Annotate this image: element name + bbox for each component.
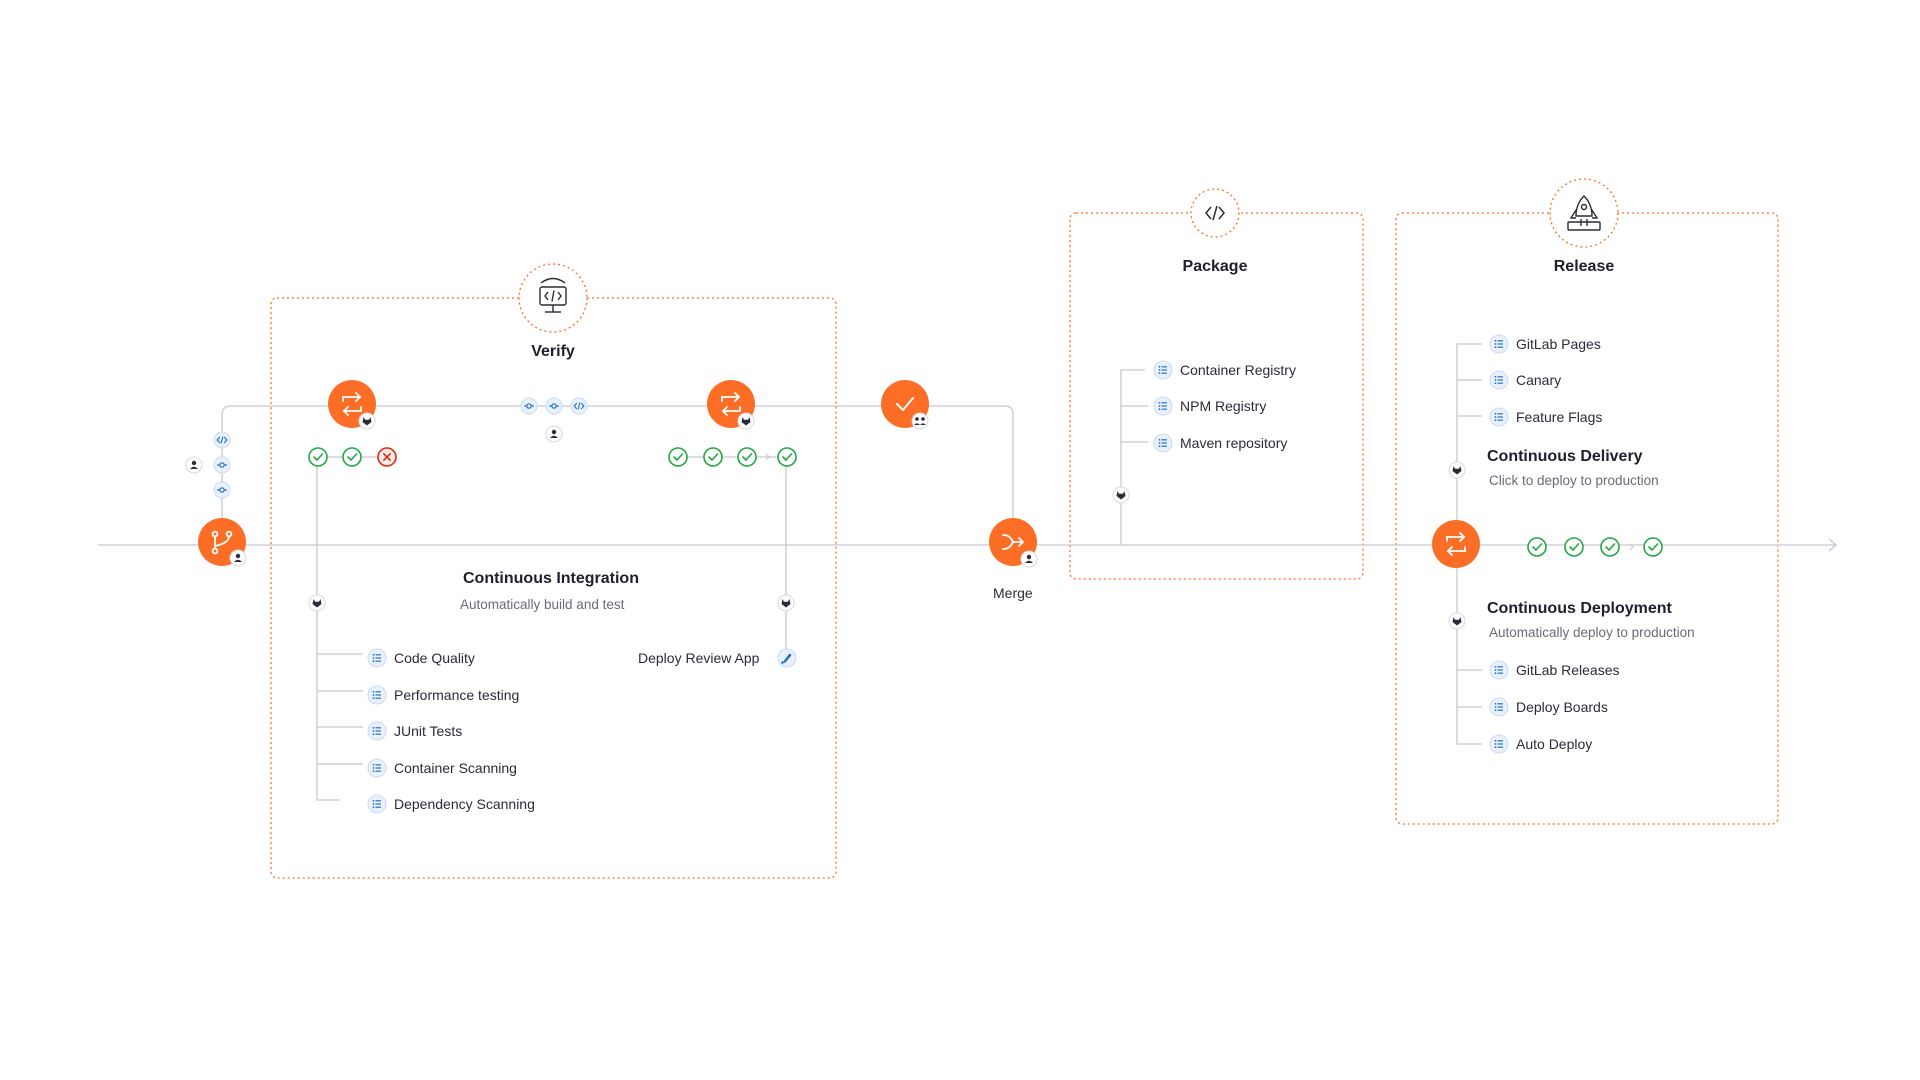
list-item[interactable]: NPM Registry — [1180, 398, 1267, 414]
code-icon — [1205, 205, 1225, 221]
job-success-icon[interactable] — [1527, 537, 1547, 557]
cdeploy-title: Continuous Deployment — [1487, 600, 1672, 617]
verify-stage-title: Verify — [531, 343, 575, 360]
list-icon — [367, 685, 387, 705]
job-success-icon[interactable] — [342, 447, 362, 467]
gitlab-tanuki-icon — [1448, 461, 1466, 479]
commit-icon — [545, 397, 563, 415]
release-stage-icon — [1549, 178, 1619, 248]
git-branch-icon — [211, 530, 233, 555]
package-stage-title: Package — [1182, 258, 1248, 275]
commit-icon — [520, 397, 538, 415]
list-item[interactable]: Performance testing — [394, 687, 520, 703]
rocket-icon — [1567, 195, 1601, 231]
package-stage-icon — [1190, 188, 1240, 238]
list-item[interactable]: Canary — [1516, 372, 1562, 388]
verify-stage-icon — [518, 263, 588, 333]
gitlab-tanuki-icon — [737, 412, 755, 430]
job-success-icon[interactable] — [1600, 537, 1620, 557]
list-icon — [1489, 334, 1509, 354]
list-item[interactable]: GitLab Pages — [1516, 336, 1601, 352]
list-icon — [1489, 734, 1509, 754]
job-success-icon[interactable] — [668, 447, 688, 467]
job-success-icon[interactable] — [703, 447, 723, 467]
list-item[interactable]: Auto Deploy — [1516, 736, 1593, 752]
cdeploy-subtitle: Automatically deploy to production — [1489, 625, 1695, 640]
deploy-review-app-label[interactable]: Deploy Review App — [638, 650, 760, 666]
job-success-icon[interactable] — [1564, 537, 1584, 557]
commit-icon — [213, 456, 231, 474]
gitlab-tanuki-icon — [358, 412, 376, 430]
list-item[interactable]: Maven repository — [1180, 435, 1288, 451]
ci-subtitle: Automatically build and test — [460, 597, 625, 612]
gitlab-tanuki-icon — [1448, 612, 1466, 630]
list-icon — [367, 648, 387, 668]
gitlab-tanuki-icon — [1112, 486, 1130, 504]
job-success-icon[interactable] — [1643, 537, 1663, 557]
cd-title: Continuous Delivery — [1487, 448, 1643, 465]
merge-label: Merge — [993, 585, 1033, 601]
code-commit-icon — [213, 431, 231, 449]
job-success-icon[interactable] — [308, 447, 328, 467]
list-item[interactable]: Container Registry — [1180, 362, 1296, 378]
commit-icon — [213, 481, 231, 499]
user-icon — [229, 549, 247, 567]
release-stage-title: Release — [1553, 258, 1615, 275]
pipeline-sync-icon — [1446, 532, 1466, 556]
list-icon — [1489, 407, 1509, 427]
deployment-jobs — [1527, 537, 1663, 557]
list-item[interactable]: Container Scanning — [394, 760, 517, 776]
list-icon — [1489, 370, 1509, 390]
list-item[interactable]: Feature Flags — [1516, 409, 1603, 425]
list-icon — [1489, 660, 1509, 680]
list-icon — [1489, 697, 1509, 717]
merge-icon — [1002, 534, 1025, 550]
list-item[interactable]: JUnit Tests — [394, 723, 463, 739]
user-icon — [1020, 550, 1038, 568]
deploy-pipeline-node[interactable] — [1432, 520, 1480, 568]
pipeline-sync-icon — [342, 392, 362, 416]
rocket-small-icon — [777, 648, 797, 668]
list-icon — [1153, 396, 1173, 416]
user-icon — [185, 456, 203, 474]
gitlab-tanuki-icon — [308, 594, 326, 612]
list-icon — [1153, 360, 1173, 380]
list-item[interactable]: Dependency Scanning — [394, 796, 535, 812]
pipeline-sync-icon — [721, 392, 741, 416]
list-item[interactable]: Deploy Boards — [1516, 699, 1608, 715]
list-item[interactable]: Code Quality — [394, 650, 475, 666]
team-icon — [911, 412, 929, 430]
ci-title: Continuous Integration — [463, 570, 639, 587]
gitlab-tanuki-icon — [777, 594, 795, 612]
list-item[interactable]: GitLab Releases — [1516, 662, 1620, 678]
list-icon — [367, 758, 387, 778]
user-icon — [545, 425, 563, 443]
list-icon — [367, 794, 387, 814]
monitor-code-icon — [539, 277, 567, 313]
list-icon — [367, 721, 387, 741]
pipeline-1-jobs — [308, 447, 397, 467]
job-success-icon[interactable] — [737, 447, 757, 467]
cd-subtitle: Click to deploy to production — [1489, 473, 1659, 488]
code-commit-icon — [570, 397, 588, 415]
check-icon — [896, 397, 914, 411]
pipeline-2-jobs — [668, 447, 797, 467]
job-success-icon[interactable] — [777, 447, 797, 467]
list-icon — [1153, 433, 1173, 453]
release-stage-box — [1395, 212, 1779, 825]
job-failed-icon[interactable] — [377, 447, 397, 467]
